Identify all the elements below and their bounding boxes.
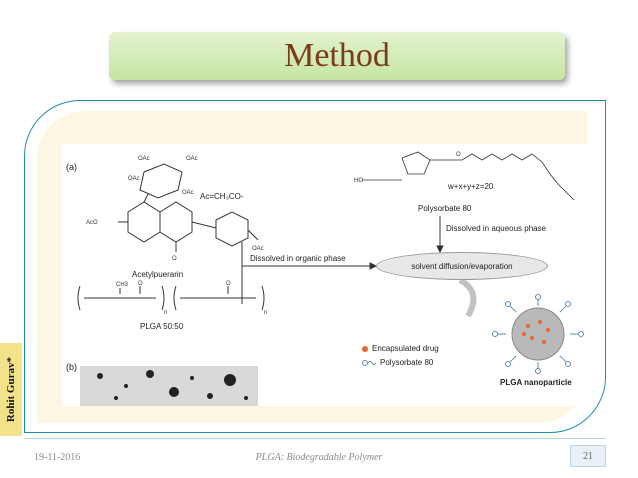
svg-text:OAc: OAc xyxy=(252,246,264,252)
svg-text:O: O xyxy=(138,281,143,287)
svg-text:OAc: OAc xyxy=(138,156,150,162)
title-banner: Method xyxy=(109,32,565,80)
footer-title: PLGA: Biodegradable Polymer xyxy=(255,452,383,463)
svg-text:n: n xyxy=(264,310,267,316)
panel-a-label: (a) xyxy=(66,162,77,172)
polysorbate-structure-icon: HO O xyxy=(354,151,575,201)
plga-nanoparticle-icon xyxy=(492,294,584,374)
process-arrows xyxy=(241,216,477,318)
author-sidebar: Rohit Gurav* xyxy=(0,343,22,436)
organic-phase-label: Dissolved in organic phase xyxy=(250,254,346,263)
surfactant-chain-icon xyxy=(362,359,376,366)
wxyz-formula: w+x+y+z=20 xyxy=(448,182,494,191)
nanoparticle-label: PLGA nanoparticle xyxy=(500,378,572,387)
ac-formula: Ac=CH₃CO- xyxy=(200,192,244,201)
plga-structure-icon: CH3 O O n n xyxy=(77,281,267,316)
legend-drug-label: Encapsulated drug xyxy=(372,344,439,353)
process-oval: solvent diffusion/evaporation xyxy=(376,252,548,280)
svg-text:O: O xyxy=(226,281,231,287)
process-label: solvent diffusion/evaporation xyxy=(411,261,513,271)
panel-b-label: (b) xyxy=(66,362,77,372)
legend-surfactant-label: Polysorbate 80 xyxy=(380,358,434,367)
svg-text:AcO: AcO xyxy=(86,220,98,226)
micrograph-image xyxy=(80,366,258,406)
svg-text:n: n xyxy=(164,310,167,316)
author-name: Rohit Gurav* xyxy=(5,356,17,423)
acetylpuerarin-label: Acetylpuerarin xyxy=(132,270,184,279)
footer-divider xyxy=(24,438,606,439)
orange-dot-icon xyxy=(362,345,368,352)
page-number: 21 xyxy=(570,445,606,467)
slide-title: Method xyxy=(284,37,390,74)
polysorbate-label: Polysorbate 80 xyxy=(418,204,472,213)
aqueous-phase-label: Dissolved in aqueous phase xyxy=(446,224,547,233)
legend-surfactant: Polysorbate 80 xyxy=(362,358,433,367)
svg-text:CH3: CH3 xyxy=(116,282,129,288)
svg-text:O: O xyxy=(456,152,461,158)
legend-drug: Encapsulated drug xyxy=(362,344,439,353)
plga-label: PLGA 50:50 xyxy=(140,322,184,331)
svg-text:OAc: OAc xyxy=(186,156,198,162)
svg-text:OAc: OAc xyxy=(128,176,140,182)
footer-date: 19-11-2016 xyxy=(34,452,81,463)
svg-text:O: O xyxy=(172,256,177,262)
svg-text:HO: HO xyxy=(354,178,363,184)
svg-text:OAc: OAc xyxy=(182,190,194,196)
